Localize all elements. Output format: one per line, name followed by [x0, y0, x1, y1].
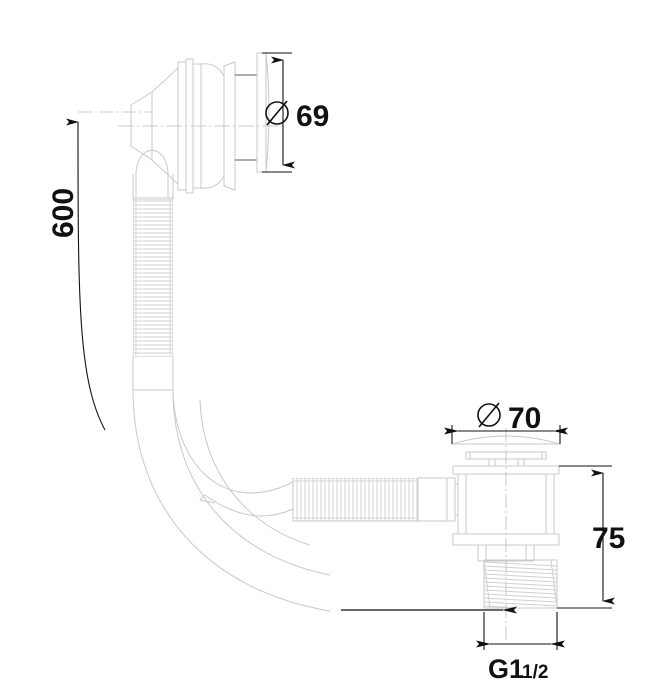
flex-hose-horizontal [293, 477, 456, 522]
dim-69-value: 69 [296, 100, 329, 133]
flex-hose-vertical [132, 149, 174, 391]
dimension-dia-69-label: 69 [265, 100, 329, 133]
dim-600-value: 600 [47, 188, 80, 238]
waste-body [451, 428, 561, 640]
dim-70-value: 70 [508, 402, 541, 435]
dim-thread-main: G1 [488, 654, 524, 684]
dimension-dia-70 [444, 425, 568, 444]
waste-branch-pipe [172, 391, 294, 521]
elbow-bend [132, 389, 331, 612]
dimension-len-75 [557, 465, 615, 609]
dimension-dia-70-label: 70 [477, 402, 541, 435]
dimension-len-600 [65, 118, 106, 431]
dim-75-value: 75 [592, 522, 625, 555]
dimension-thread [476, 612, 565, 650]
dimension-dia-69 [262, 52, 295, 173]
dim-thread-sub: 1/2 [522, 662, 548, 683]
